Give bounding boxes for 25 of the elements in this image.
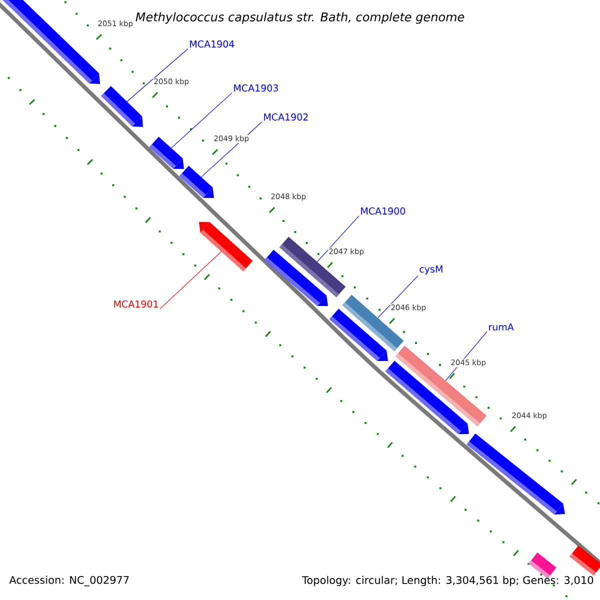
gene-feature	[570, 546, 600, 576]
gene-feature	[149, 136, 184, 169]
gene-feature	[0, 0, 100, 84]
leader-line	[316, 215, 360, 262]
gene-label: MCA1903	[234, 84, 278, 92]
gene-feature	[179, 166, 214, 198]
gene-feature	[329, 308, 388, 362]
gene-label: MCA1904	[190, 40, 234, 48]
title: Methylococcus capsulatus str. Bath, complete genome	[136, 12, 464, 24]
leader-line	[160, 251, 222, 310]
gene-feature	[101, 86, 143, 127]
leader-line	[170, 92, 232, 148]
gene-label: MCA1900	[361, 207, 406, 215]
gene-label: MCA1902	[264, 113, 308, 121]
gene-feature	[264, 250, 328, 306]
gene-feature	[466, 434, 565, 514]
gene-label: MCA1901	[114, 300, 158, 308]
genome-info-text: Topology: circular; Length: 3,304,561 bp; Genes: 3,010	[302, 576, 594, 586]
leader-line	[126, 48, 188, 102]
gene-feature	[385, 360, 469, 434]
gene-label: cysM	[420, 266, 442, 274]
gene-feature	[199, 222, 253, 272]
accession-text: Accession: NC_002977	[8, 574, 131, 588]
leader-line	[378, 275, 418, 318]
gene-label: rumA	[489, 323, 514, 331]
